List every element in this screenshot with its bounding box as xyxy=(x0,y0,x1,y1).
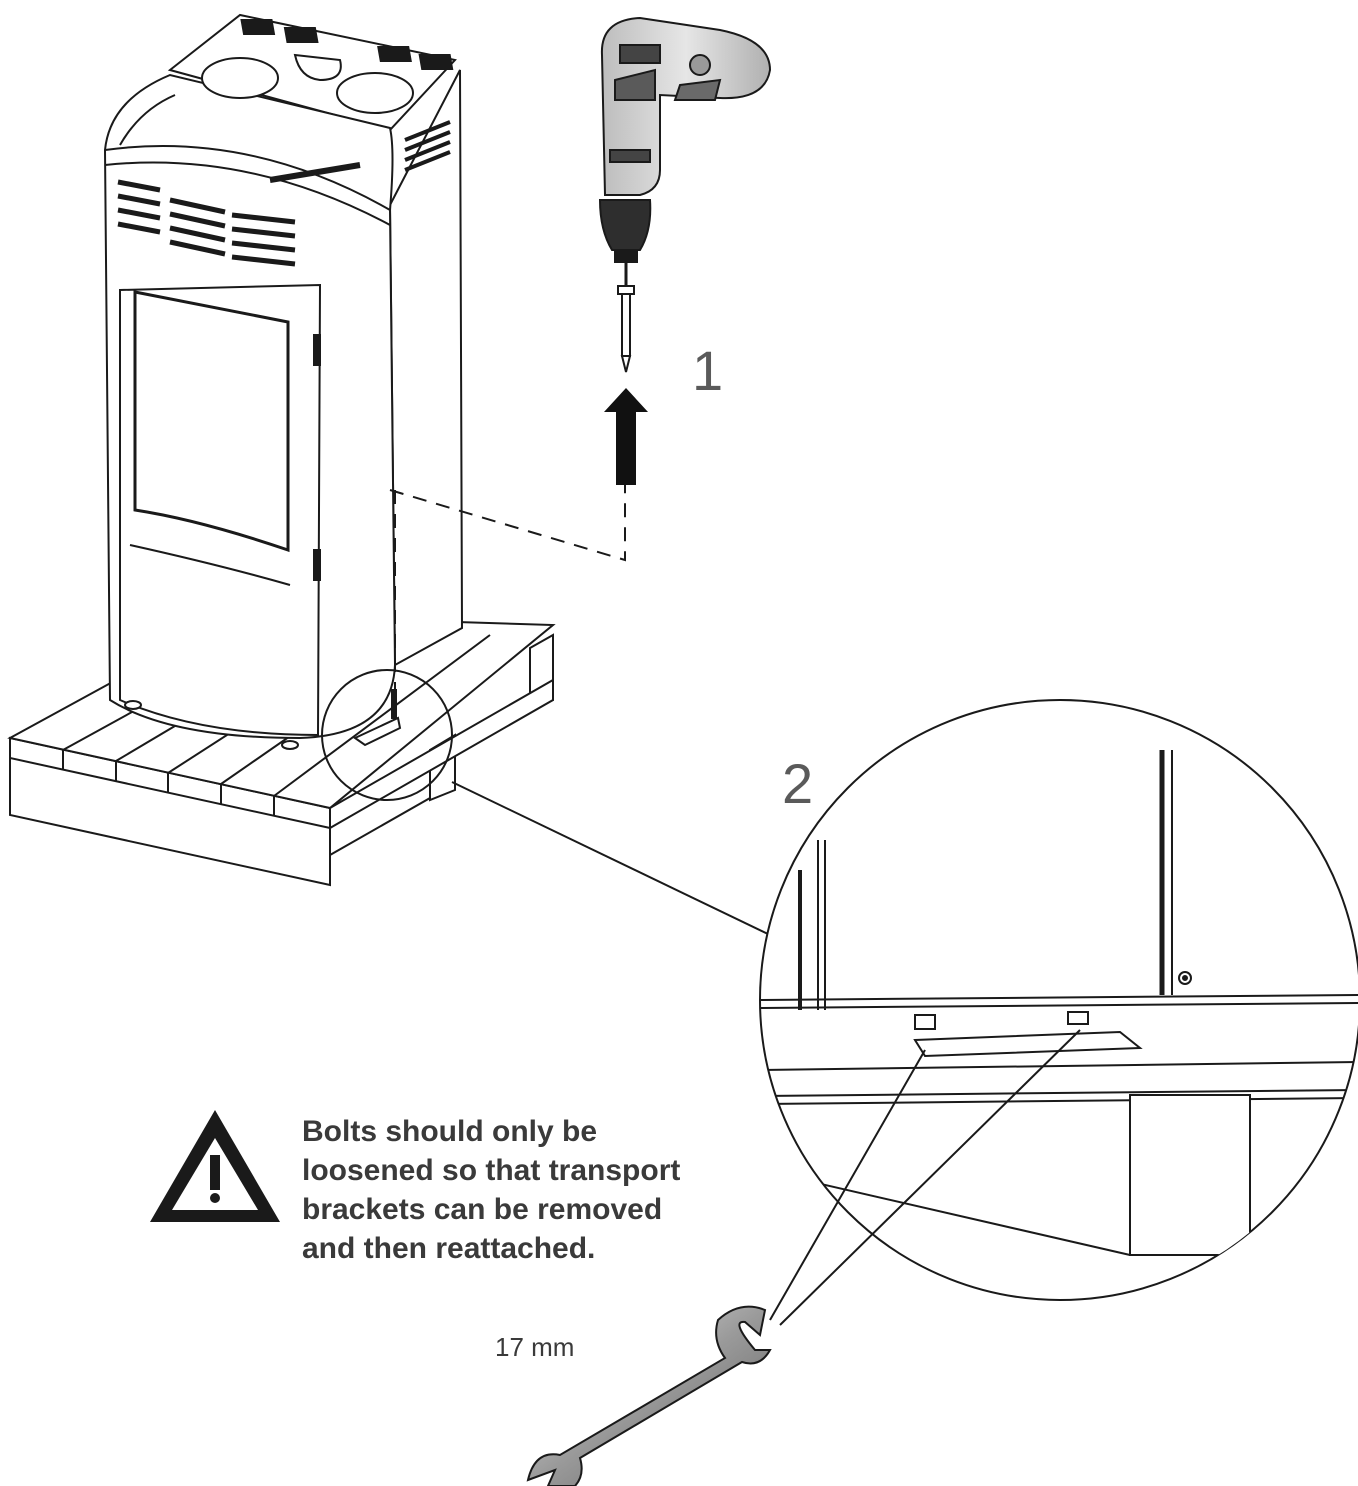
drill-icon xyxy=(598,16,772,285)
warning-line: brackets can be removed xyxy=(302,1193,663,1226)
screw-icon xyxy=(617,285,635,373)
step-label-1: 1 xyxy=(692,339,724,402)
stove-icon xyxy=(103,13,464,750)
guide-lines xyxy=(389,485,626,690)
zoom-detail xyxy=(759,699,1358,1326)
magnifier-small-circle xyxy=(321,669,453,801)
wrench-icon xyxy=(526,1305,772,1486)
wrench-size-label: 17 mm xyxy=(495,1332,575,1362)
warning-line: loosened so that transport xyxy=(302,1154,681,1187)
arrow-up-icon xyxy=(604,388,648,485)
warning-line: and then reattached. xyxy=(302,1232,596,1265)
warning-line: Bolts should only be xyxy=(302,1115,598,1148)
warning-triangle-icon xyxy=(150,1110,280,1222)
step-label-2: 2 xyxy=(782,752,814,815)
warning-text: Bolts should only be loosened so that tr… xyxy=(302,1112,762,1268)
